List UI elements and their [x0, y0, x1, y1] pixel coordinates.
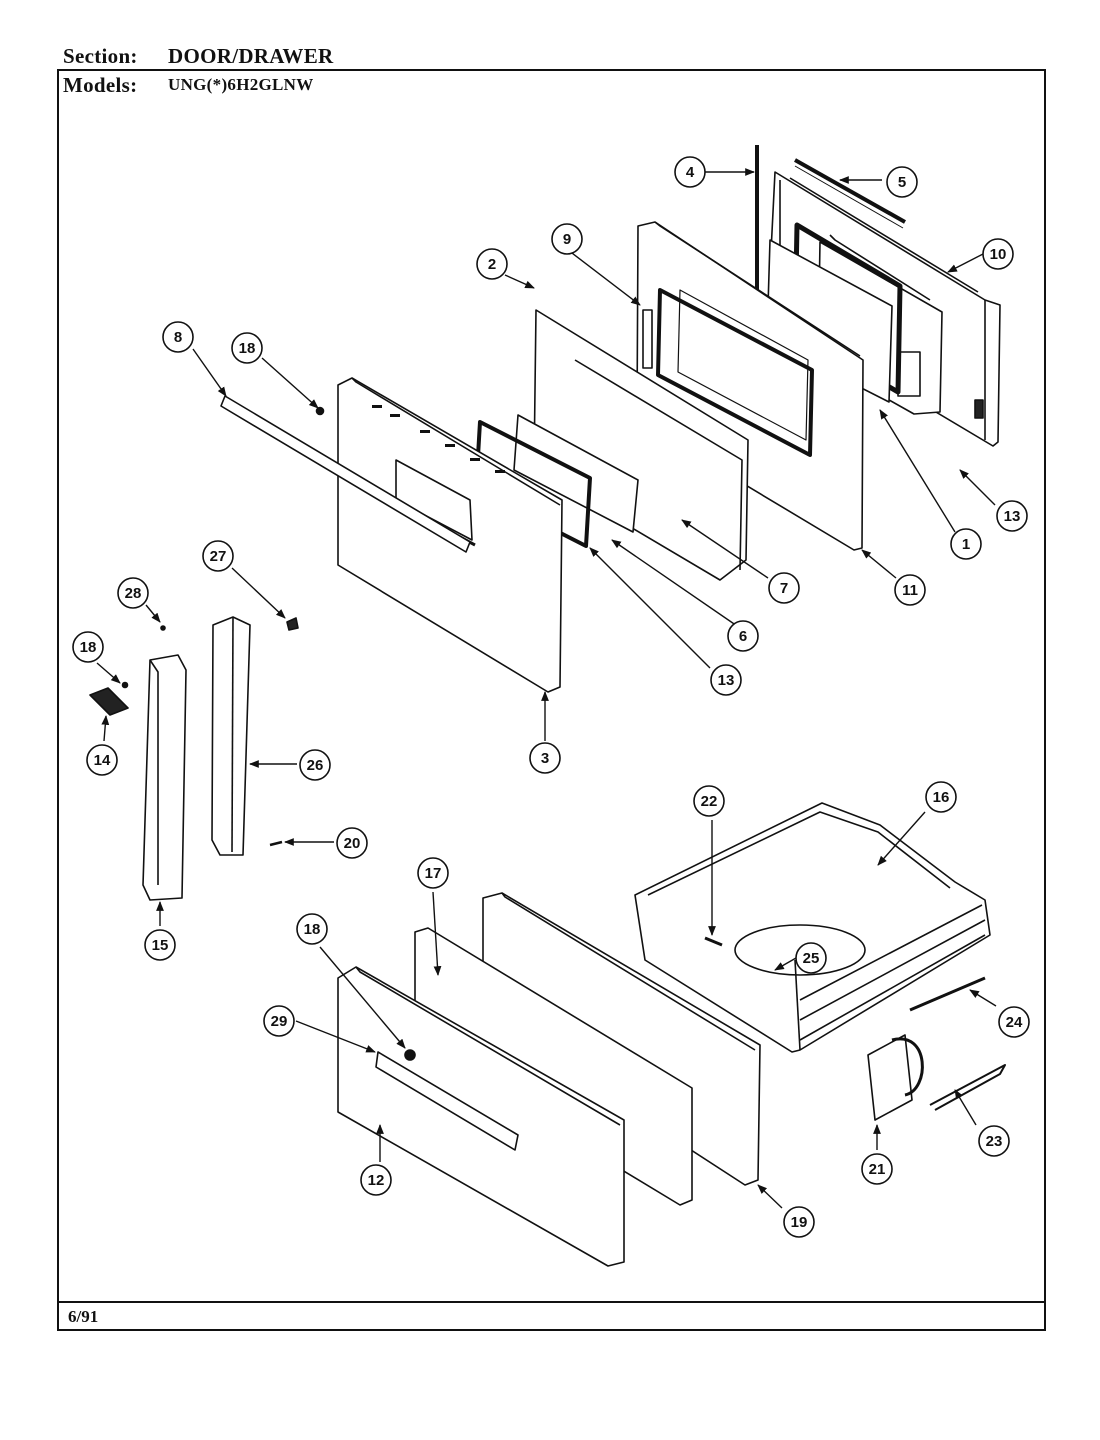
callout-16: 16 [925, 781, 957, 813]
callout-3: 3 [529, 742, 561, 774]
callout-28: 28 [117, 577, 149, 609]
part-5-top-trim [794, 158, 906, 224]
part-29-drawer-handle [375, 1051, 519, 1151]
svg-text:18: 18 [239, 340, 256, 357]
svg-text:23: 23 [986, 1133, 1003, 1150]
part-18-screw-top [315, 406, 325, 416]
callout-18-side: 18 [72, 631, 104, 663]
callout-14: 14 [86, 744, 118, 776]
svg-text:20: 20 [344, 835, 361, 852]
svg-text:13: 13 [1004, 508, 1021, 525]
svg-text:8: 8 [174, 329, 182, 346]
part-20-screw [269, 840, 283, 847]
svg-text:26: 26 [307, 757, 324, 774]
svg-text:5: 5 [898, 174, 906, 191]
section-label: Section: [63, 44, 138, 68]
svg-text:10: 10 [990, 246, 1007, 263]
part-15-side-trim-left [142, 654, 187, 901]
callout-13-lower: 13 [710, 664, 742, 696]
callout-13-right: 13 [996, 500, 1028, 532]
callout-24: 24 [998, 1006, 1030, 1038]
callout-10: 10 [982, 238, 1014, 270]
svg-text:11: 11 [902, 582, 918, 599]
svg-text:25: 25 [803, 950, 820, 967]
svg-text:15: 15 [152, 937, 169, 954]
callout-26: 26 [299, 749, 331, 781]
callout-7: 7 [768, 572, 800, 604]
callout-19: 19 [783, 1206, 815, 1238]
part-6-glass-pane [513, 414, 639, 533]
callout-22: 22 [693, 785, 725, 817]
callout-6: 6 [727, 620, 759, 652]
part-18-screw-side [121, 681, 129, 689]
svg-text:6: 6 [739, 628, 747, 645]
svg-text:7: 7 [780, 580, 788, 597]
svg-text:9: 9 [563, 231, 571, 248]
models-label: Models: [63, 73, 138, 97]
part-24-slide-rod [909, 976, 986, 1012]
part-8-door-handle [220, 395, 471, 553]
section-value: DOOR/DRAWER [168, 44, 334, 68]
callout-18-drawer: 18 [296, 913, 328, 945]
svg-text:16: 16 [933, 789, 950, 806]
callout-17: 17 [417, 857, 449, 889]
svg-text:18: 18 [304, 921, 321, 938]
svg-text:3: 3 [541, 750, 549, 767]
models-value: UNG(*)6H2GLNW [168, 75, 314, 94]
svg-text:13: 13 [718, 672, 735, 689]
callout-4: 4 [674, 156, 706, 188]
callout-23: 23 [978, 1125, 1010, 1157]
part-27-clip [286, 617, 299, 631]
part-16-drawer-body [634, 802, 991, 1053]
svg-text:18: 18 [80, 639, 97, 656]
part-9-window-frame [642, 288, 814, 457]
callout-29: 29 [263, 1005, 295, 1037]
part-26-side-trim-right [211, 616, 251, 856]
svg-text:19: 19 [791, 1214, 808, 1231]
diagram-frame [57, 69, 1046, 1331]
part-23-spring-wire [929, 1064, 1006, 1111]
svg-text:24: 24 [1006, 1014, 1023, 1031]
callout-15: 15 [144, 929, 176, 961]
svg-text:1: 1 [962, 536, 970, 553]
callout-12: 12 [360, 1164, 392, 1196]
svg-text:28: 28 [125, 585, 142, 602]
callout-25: 25 [795, 942, 827, 974]
part-22-drawer-stop [704, 936, 723, 947]
svg-text:29: 29 [271, 1013, 288, 1030]
callout-9: 9 [551, 223, 583, 255]
svg-text:21: 21 [869, 1161, 886, 1178]
footer-date: 6/91 [68, 1307, 99, 1326]
svg-text:2: 2 [488, 256, 496, 273]
footer-divider [57, 1301, 1046, 1303]
part-21-drawer-bracket [867, 1034, 913, 1121]
callout-20: 20 [336, 827, 368, 859]
callout-5: 5 [886, 166, 918, 198]
callout-27: 27 [202, 540, 234, 572]
part-18-screw-drawer [404, 1049, 416, 1061]
part-14-vent-grille [89, 687, 129, 716]
callout-1: 1 [950, 528, 982, 560]
svg-text:4: 4 [686, 164, 695, 181]
callout-21: 21 [861, 1153, 893, 1185]
svg-text:17: 17 [425, 865, 442, 882]
callout-8: 8 [162, 321, 194, 353]
callout-18-top: 18 [231, 332, 263, 364]
svg-text:12: 12 [368, 1172, 385, 1189]
part-28-screw [160, 625, 166, 631]
callout-2: 2 [476, 248, 508, 280]
svg-text:14: 14 [94, 752, 111, 769]
callout-11: 11 [894, 574, 926, 606]
svg-text:22: 22 [701, 793, 718, 810]
svg-text:27: 27 [210, 548, 227, 565]
